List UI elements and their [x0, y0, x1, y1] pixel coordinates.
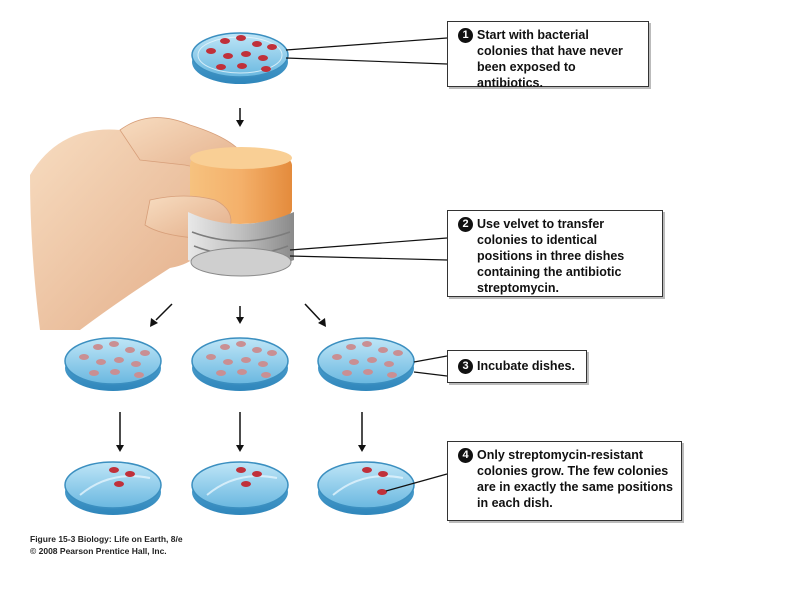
figure-caption: Figure 15-3 Biology: Life on Earth, 8/e	[30, 534, 183, 544]
step-1-callout: 1 Start with bacterial colonies that hav…	[447, 21, 649, 90]
petri-dish-streptomycin-1	[64, 337, 162, 391]
connector-step-2	[289, 237, 448, 261]
step-3-callout: 3 Incubate dishes.	[447, 350, 587, 383]
step-4-callout: 4 Only streptomycin-resistant colonies g…	[447, 441, 682, 521]
arrows-to-dishes	[150, 303, 326, 327]
step-2-text: Use velvet to transfer colonies to ident…	[477, 217, 625, 295]
arrow-down-1	[236, 108, 244, 127]
figure-credit: Figure 15-3 Biology: Life on Earth, 8/e …	[30, 533, 183, 557]
arrows-down-row-3	[116, 412, 366, 452]
step-number-badge: 2	[458, 217, 473, 232]
step-number-badge: 4	[458, 448, 473, 463]
petri-dish-streptomycin-2	[191, 337, 289, 391]
connector-step-3	[413, 355, 448, 377]
step-1-text: Start with bacterial colonies that have …	[477, 28, 623, 90]
velvet-cloth	[188, 212, 294, 277]
petri-dish-result-2	[191, 461, 289, 515]
hand-with-velvet-stamp	[30, 117, 294, 330]
petri-dish-result-3	[317, 461, 415, 515]
petri-dish-streptomycin-3	[317, 337, 415, 391]
step-number-badge: 1	[458, 28, 473, 43]
step-number-badge: 3	[458, 359, 473, 374]
copyright-notice: © 2008 Pearson Prentice Hall, Inc.	[30, 546, 167, 556]
step-2-callout: 2 Use velvet to transfer colonies to ide…	[447, 210, 663, 297]
petri-dish-original	[191, 32, 289, 84]
connector-step-1	[285, 37, 448, 65]
connector-step-4	[385, 473, 448, 492]
step-4-text: Only streptomycin-resistant colonies gro…	[477, 448, 673, 510]
bacterial-colonies	[206, 35, 277, 72]
petri-dish-result-1	[64, 461, 162, 515]
step-3-text: Incubate dishes.	[477, 359, 575, 373]
